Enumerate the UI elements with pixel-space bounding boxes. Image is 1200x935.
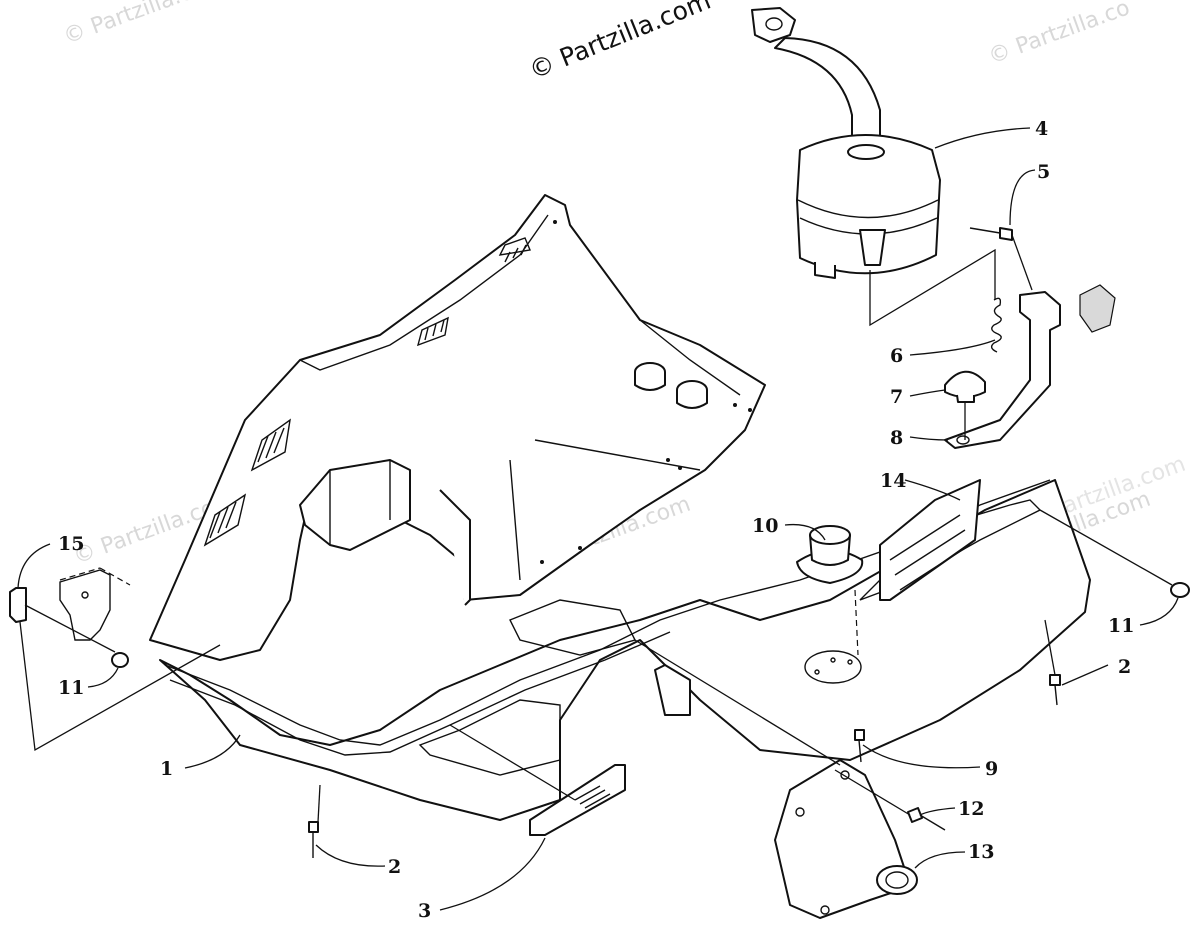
screw-5 [969, 227, 1013, 241]
mount-bracket-part [944, 284, 1116, 449]
callout-2-left: 2 [388, 856, 401, 878]
rivet-9 [854, 729, 865, 763]
rivet-2-left [308, 821, 319, 858]
callout-1: 1 [160, 758, 173, 780]
callout-labels: 1 2 2 3 4 5 6 7 8 9 10 11 11 12 13 14 15 [58, 118, 1134, 922]
callout-11-right: 11 [1108, 615, 1134, 637]
floor-knob-left [634, 362, 666, 391]
callout-11-left: 11 [58, 677, 84, 699]
callout-2-right: 2 [1118, 656, 1131, 678]
floor-knob-right [676, 380, 708, 409]
callout-3: 3 [418, 900, 431, 922]
rubber-bumper-part [944, 370, 986, 403]
callout-12: 12 [958, 798, 984, 820]
callout-9: 9 [985, 758, 998, 780]
spring-part [990, 297, 1002, 353]
callout-13: 13 [968, 841, 994, 863]
reflector-strip-part [529, 764, 626, 836]
side-bracket-part [9, 569, 111, 641]
callout-10: 10 [752, 515, 778, 537]
storage-cover-part [879, 479, 981, 601]
callout-6: 6 [890, 345, 903, 367]
fuel-cap-part [796, 525, 864, 584]
leader-lines [17, 127, 1179, 911]
screw-11-right [1170, 582, 1190, 598]
callout-5: 5 [1037, 161, 1050, 183]
rivet-12 [907, 807, 946, 831]
callout-8: 8 [890, 427, 903, 449]
callout-15: 15 [58, 533, 84, 555]
callout-7: 7 [890, 386, 903, 408]
callout-4: 4 [1035, 118, 1048, 140]
muffler-part [751, 7, 941, 279]
boot-part [774, 759, 918, 919]
callout-14: 14 [880, 470, 906, 492]
screw-11-left [111, 652, 129, 668]
rivet-2-right [1049, 674, 1061, 706]
